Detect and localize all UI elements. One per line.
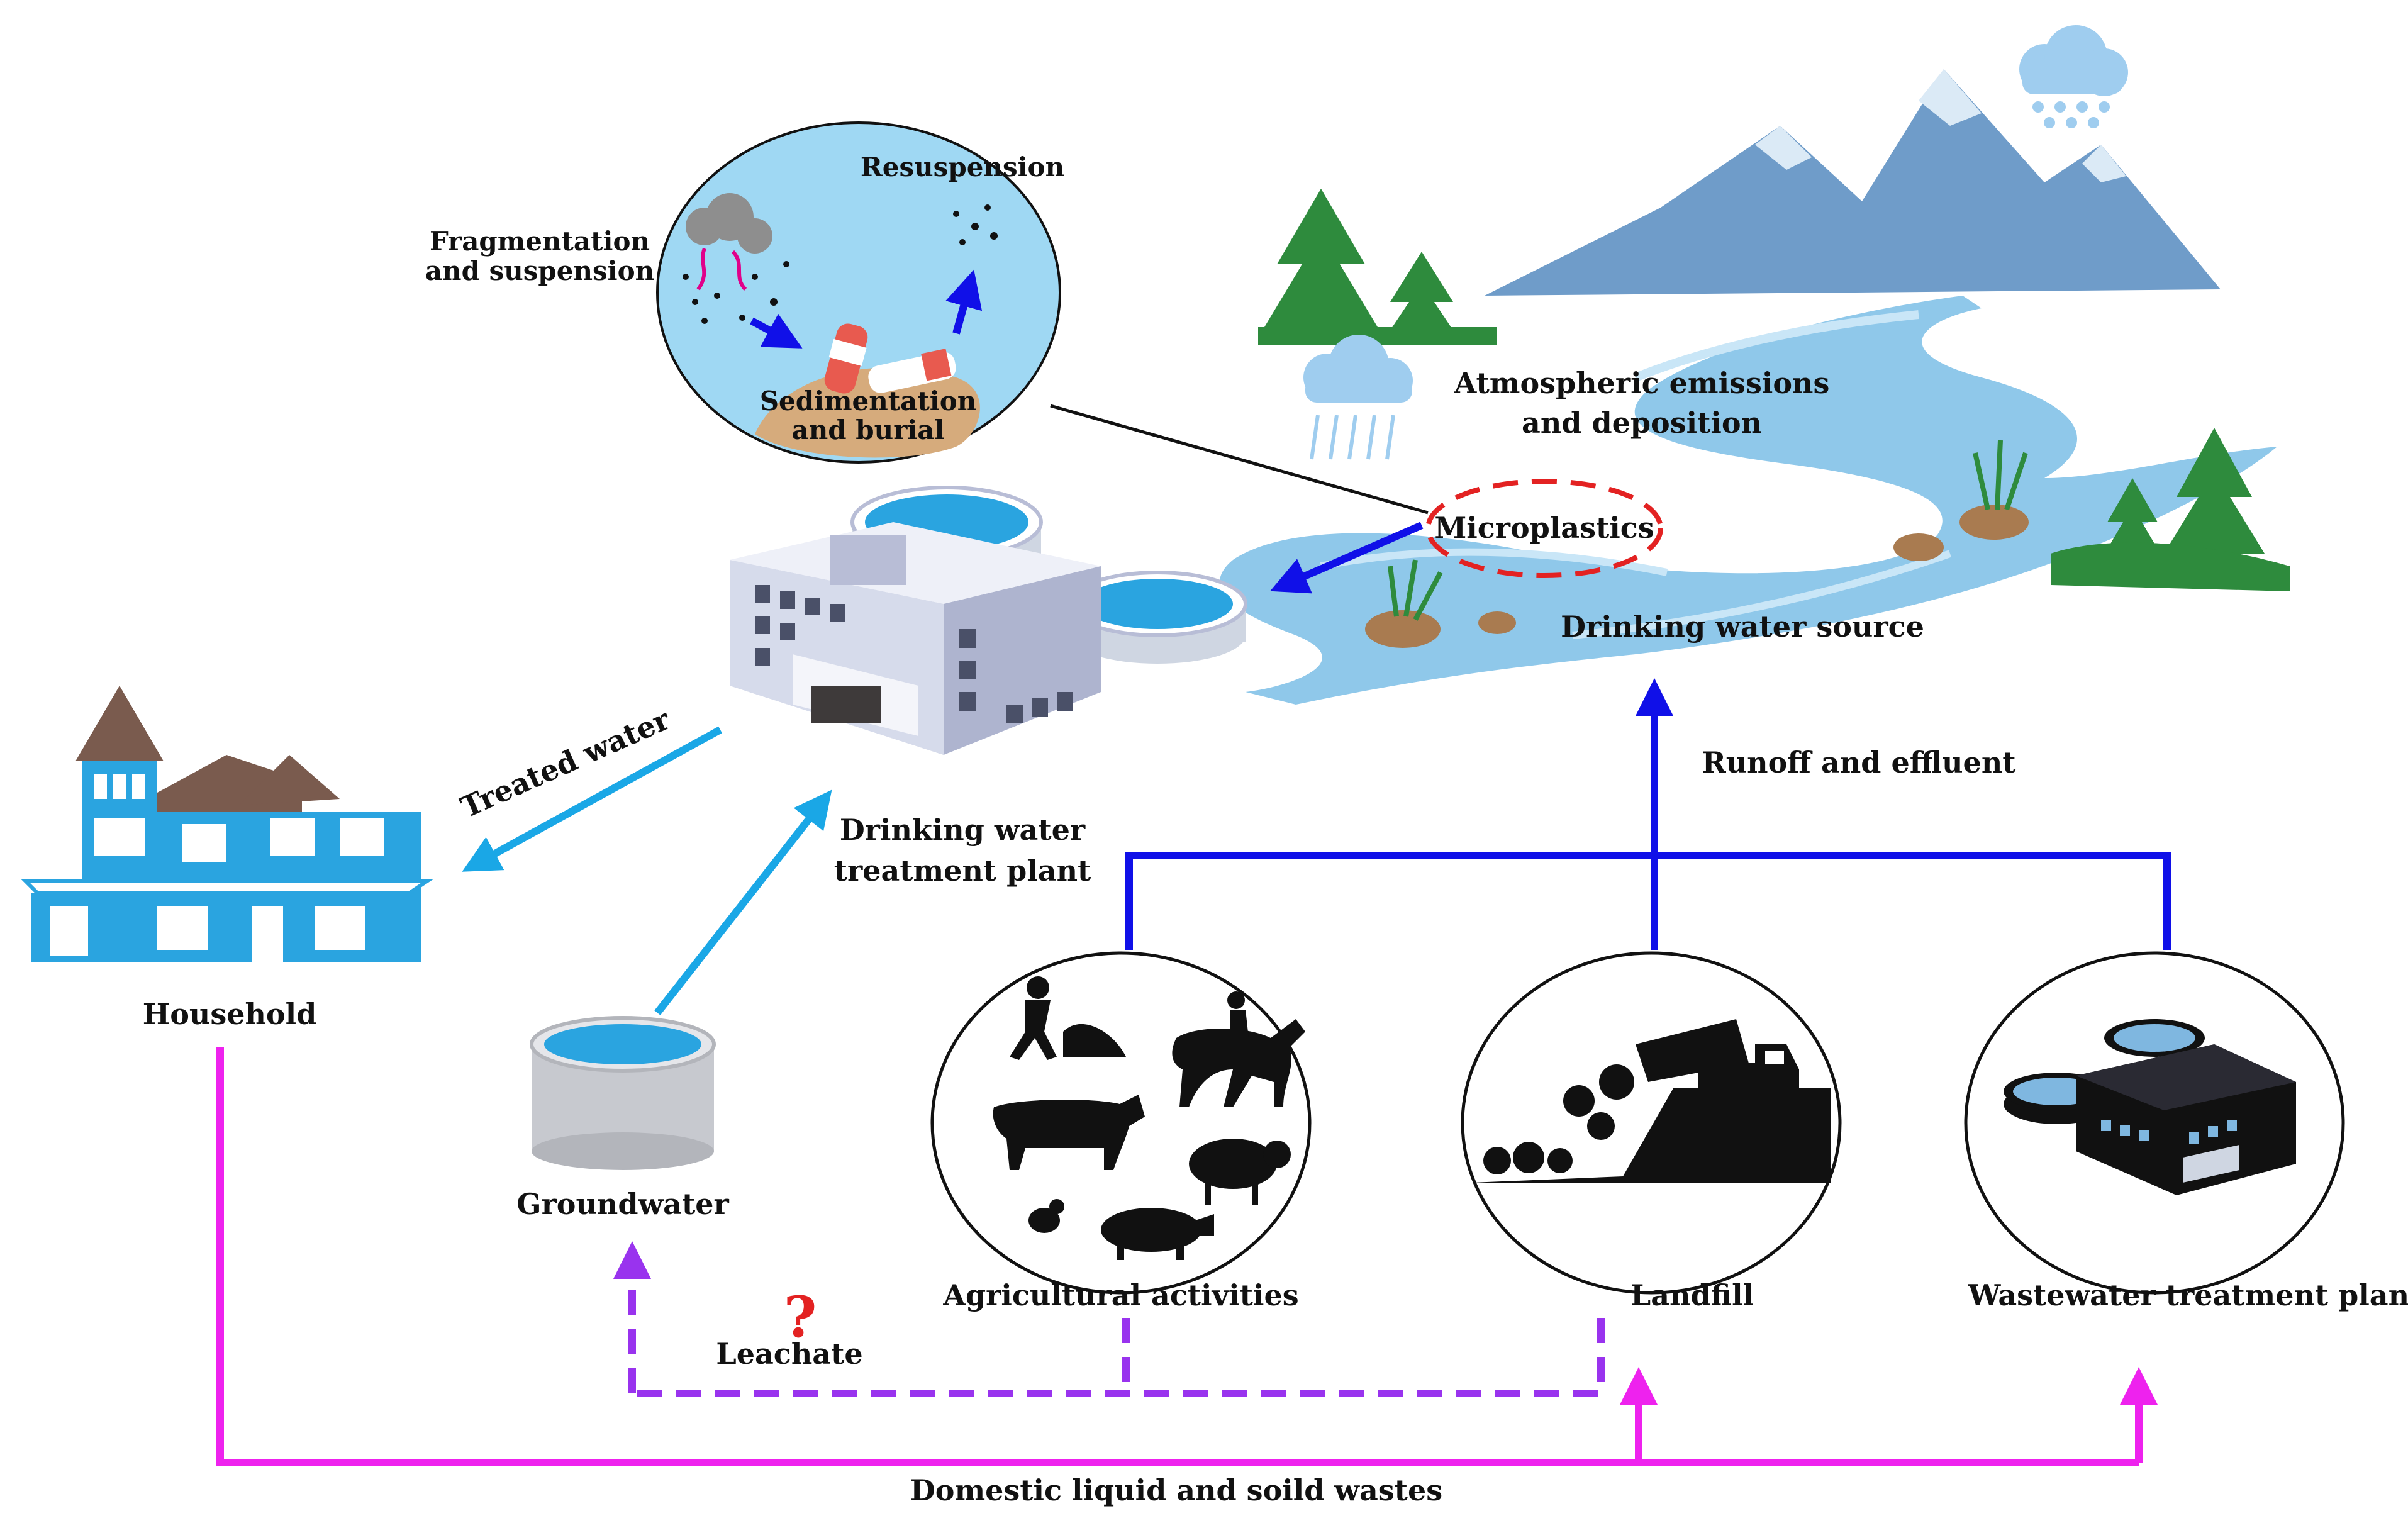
- chicken-icon: [1028, 1199, 1064, 1233]
- microplastics-label: Microplastics: [1434, 511, 1654, 545]
- wastewater-label: Wastewater treatment plant: [1968, 1278, 2408, 1312]
- plant-label-line2: treatment plant: [834, 854, 1091, 888]
- microplastics-ring: [1425, 479, 1663, 578]
- resuspension-label: Resuspension: [861, 152, 1064, 182]
- plastic-bottle-icon: [824, 323, 956, 394]
- leachate-connectors: [613, 1241, 1605, 1397]
- runoff-connectors: [1125, 678, 2171, 950]
- house-icon: [20, 686, 434, 962]
- wastewater-plant-icon: [2004, 1019, 2296, 1195]
- mountain-icon: [1485, 69, 2221, 296]
- domestic-wastes-label: Domestic liquid and soild wastes: [910, 1473, 1442, 1507]
- cow-icon: [993, 1095, 1145, 1170]
- runoff-label: Runoff and effluent: [1702, 745, 2016, 779]
- rain-cloud-icon: [1303, 335, 1413, 460]
- cloud-icon: [686, 193, 772, 254]
- atmospheric-label-line2: and deposition: [1522, 406, 1762, 440]
- fragmentation-label-line2: and suspension: [425, 255, 654, 286]
- water-treatment-plant-icon: [730, 486, 1247, 755]
- inset-connector-line: [1050, 404, 1429, 515]
- tree-icon: [2051, 428, 2290, 591]
- groundwater-tank-icon: [530, 1016, 716, 1170]
- groundwater-arrow: [654, 789, 832, 1015]
- farmer-icon: [1010, 976, 1126, 1060]
- domestic-waste-connectors: [216, 1047, 2158, 1466]
- treated-water-arrow: [462, 726, 722, 872]
- rock-icon: [1365, 440, 2029, 648]
- agricultural-label: Agricultural activities: [942, 1278, 1298, 1312]
- agricultural-activities-circle: [930, 951, 1312, 1295]
- pig-icon: [1101, 1208, 1214, 1260]
- fragmentation-label: Fragmentation: [430, 226, 650, 257]
- dump-truck-icon: [1636, 1019, 1799, 1088]
- horse-rider-icon: [1172, 991, 1305, 1107]
- tree-icon: [1258, 189, 1497, 345]
- household-label: Household: [143, 997, 317, 1031]
- microplastics-to-plant-arrow: [1269, 522, 1424, 594]
- question-mark: ?: [784, 1284, 817, 1351]
- fate-processes-inset: [656, 121, 1061, 464]
- landfill-label: Landfill: [1630, 1278, 1754, 1312]
- river-icon: [1220, 296, 2277, 705]
- sedimentation-label-line2: and burial: [792, 415, 945, 445]
- sheep-icon: [1189, 1139, 1291, 1205]
- wastewater-treatment-plant-circle: [1964, 951, 2345, 1295]
- treated-water-label: Treated water: [455, 702, 675, 825]
- groundwater-label: Groundwater: [516, 1187, 729, 1221]
- plant-label: Drinking water: [840, 813, 1086, 847]
- atmospheric-label: Atmospheric emissions: [1454, 366, 1830, 400]
- landfill-circle: [1461, 951, 1842, 1295]
- snow-cloud-icon: [2019, 25, 2128, 128]
- drinking-water-source-label: Drinking water source: [1561, 610, 1924, 644]
- sedimentation-label: Sedimentation: [760, 386, 977, 416]
- leachate-label: Leachate: [716, 1337, 862, 1371]
